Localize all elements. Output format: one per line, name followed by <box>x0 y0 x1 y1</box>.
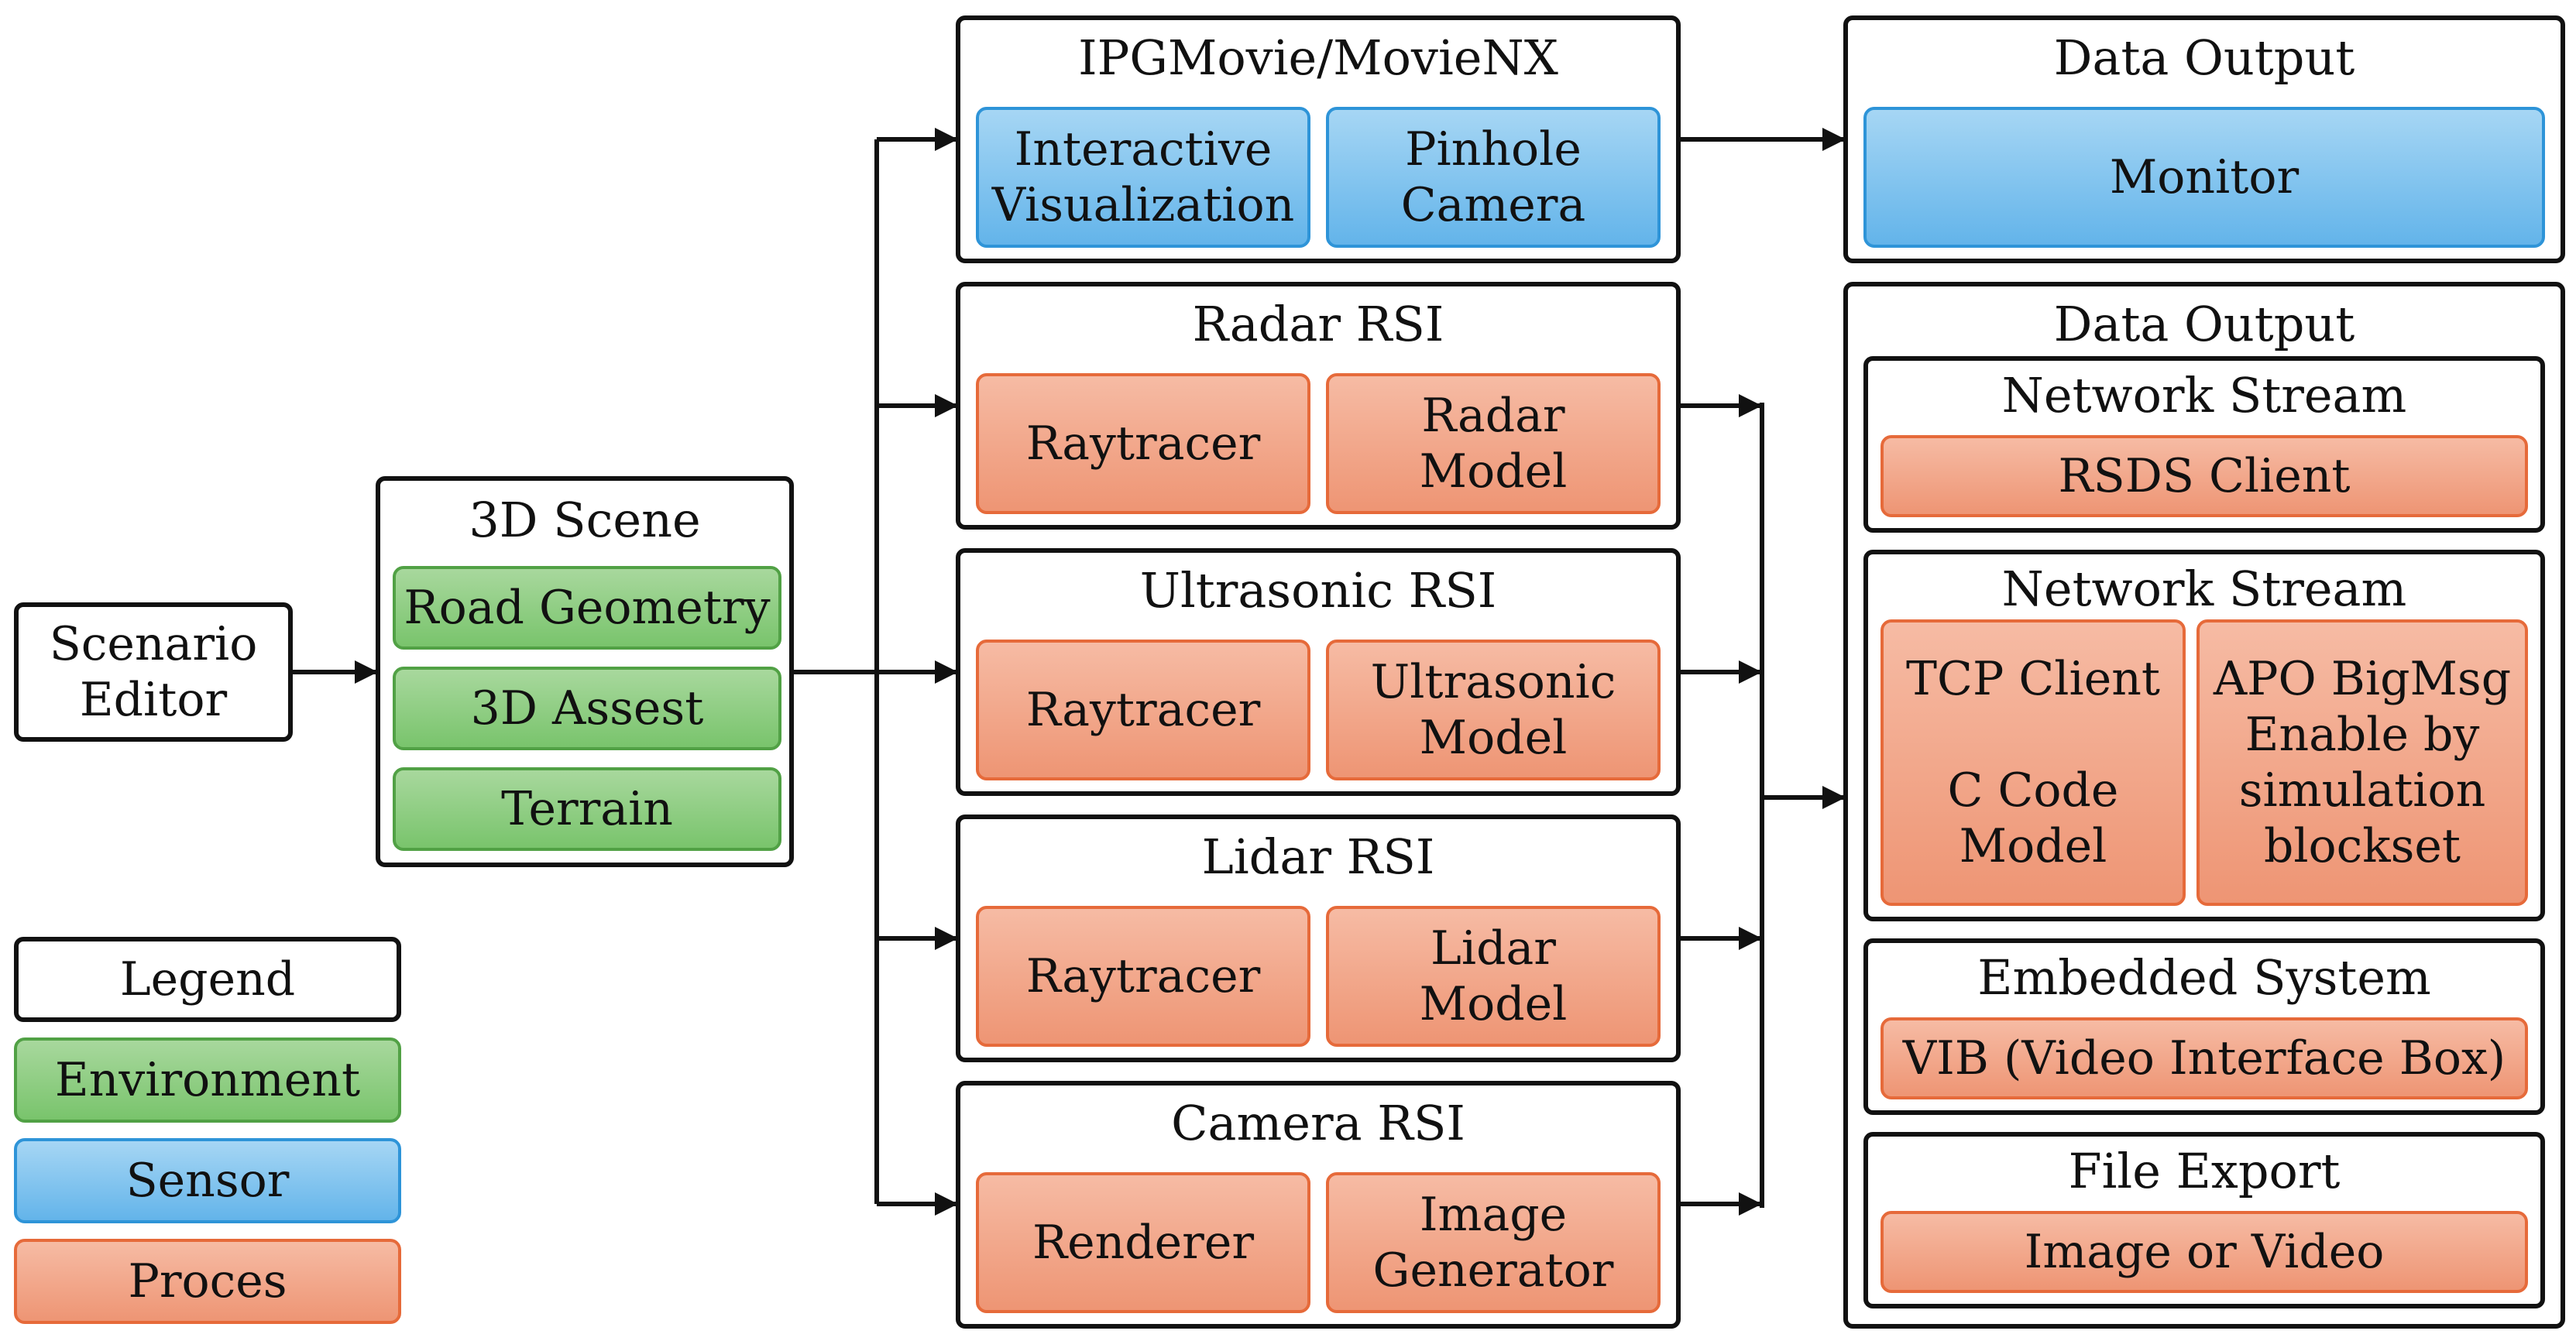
lidar-rsi-box: Lidar RSI Raytracer Lidar Model <box>956 815 1681 1062</box>
legend-process: Proces <box>14 1239 401 1324</box>
lidar-model-tag: Lidar Model <box>1326 906 1661 1047</box>
file-export-box: File Export Image or Video <box>1863 1132 2545 1308</box>
file-export-title: File Export <box>2068 1143 2341 1199</box>
scene-3d-box: 3D Scene Road Geometry 3D Assest Terrain <box>376 476 794 867</box>
network-stream-tcp-title: Network Stream <box>2001 561 2407 617</box>
radar-model-tag: Radar Model <box>1326 373 1661 514</box>
scene-3d-title: 3D Scene <box>469 492 701 548</box>
assets-3d-tag: 3D Assest <box>393 667 781 750</box>
legend-environment: Environment <box>14 1037 401 1123</box>
camera-rsi-title: Camera RSI <box>1171 1095 1465 1151</box>
terrain-tag: Terrain <box>393 767 781 851</box>
data-output-monitor-title: Data Output <box>2053 29 2355 86</box>
data-output-box: Data Output Network Stream RSDS Client N… <box>1843 282 2565 1329</box>
embedded-system-title: Embedded System <box>1977 949 2431 1006</box>
rsds-client-tag: RSDS Client <box>1880 435 2528 517</box>
ultrasonic-model-tag: Ultrasonic Model <box>1326 640 1661 780</box>
renderer-tag: Renderer <box>976 1172 1310 1313</box>
camera-rsi-box: Camera RSI Renderer Image Generator <box>956 1081 1681 1329</box>
vib-tag: VIB (Video Interface Box) <box>1880 1017 2528 1099</box>
lidar-raytracer-tag: Raytracer <box>976 906 1310 1047</box>
ultrasonic-rsi-box: Ultrasonic RSI Raytracer Ultrasonic Mode… <box>956 548 1681 796</box>
embedded-system-box: Embedded System VIB (Video Interface Box… <box>1863 938 2545 1115</box>
road-geometry-tag: Road Geometry <box>393 566 781 650</box>
ipgmovie-box: IPGMovie/MovieNX Interactive Visualizati… <box>956 15 1681 263</box>
ipgmovie-title: IPGMovie/MovieNX <box>1078 29 1558 86</box>
ultrasonic-rsi-title: Ultrasonic RSI <box>1139 562 1497 619</box>
data-output-monitor-box: Data Output Monitor <box>1843 15 2565 263</box>
legend-title-box: Legend <box>14 937 401 1022</box>
ultrasonic-raytracer-tag: Raytracer <box>976 640 1310 780</box>
image-or-video-tag: Image or Video <box>1880 1211 2528 1293</box>
monitor-tag: Monitor <box>1863 107 2545 248</box>
interactive-visualization-tag: Interactive Visualization <box>976 107 1310 248</box>
radar-rsi-box: Radar RSI Raytracer Radar Model <box>956 282 1681 530</box>
lidar-rsi-title: Lidar RSI <box>1201 828 1435 885</box>
network-stream-tcp-box: Network Stream TCP Client C Code Model A… <box>1863 550 2545 921</box>
tcp-client-tag: TCP Client C Code Model <box>1880 619 2186 906</box>
legend-title: Legend <box>119 952 296 1007</box>
apo-bigmsg-tag: APO BigMsg Enable by simulation blockset <box>2196 619 2528 906</box>
radar-raytracer-tag: Raytracer <box>976 373 1310 514</box>
legend-sensor: Sensor <box>14 1138 401 1223</box>
scenario-editor-box: Scenario Editor <box>14 602 293 742</box>
network-stream-rsds-box: Network Stream RSDS Client <box>1863 356 2545 533</box>
scenario-editor-label: Scenario Editor <box>49 617 258 727</box>
data-output-title: Data Output <box>2053 296 2355 352</box>
network-stream-rsds-title: Network Stream <box>2001 367 2407 424</box>
image-generator-tag: Image Generator <box>1326 1172 1661 1313</box>
radar-rsi-title: Radar RSI <box>1192 296 1444 352</box>
pinhole-camera-tag: Pinhole Camera <box>1326 107 1661 248</box>
